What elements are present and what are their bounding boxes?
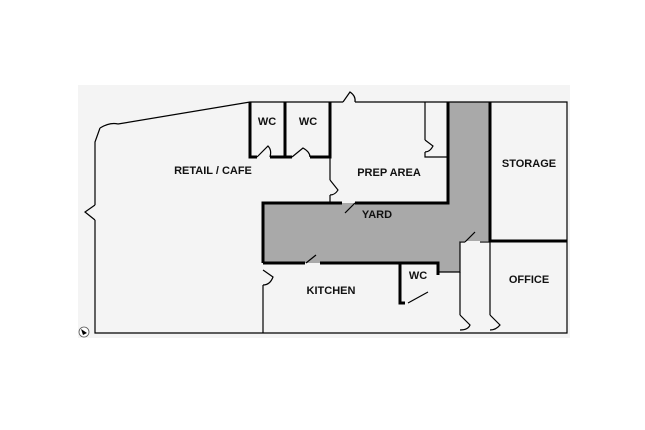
north-arrow-icon [78, 326, 90, 338]
doors [256, 139, 501, 331]
room-label-kitchen: KITCHEN [307, 285, 356, 297]
yard-area [263, 102, 490, 272]
room-label-storage: STORAGE [502, 158, 556, 170]
room-label-wc: WC [258, 116, 276, 128]
room-label-retail-cafe: RETAIL / CAFE [174, 165, 252, 177]
room-label-wc: WC [409, 270, 427, 282]
room-label-prep-area: PREP AREA [357, 167, 421, 179]
room-label-wc: WC [299, 116, 317, 128]
room-label-office: OFFICE [509, 274, 549, 286]
room-label-yard: YARD [362, 209, 392, 221]
interior-walls [248, 102, 567, 333]
